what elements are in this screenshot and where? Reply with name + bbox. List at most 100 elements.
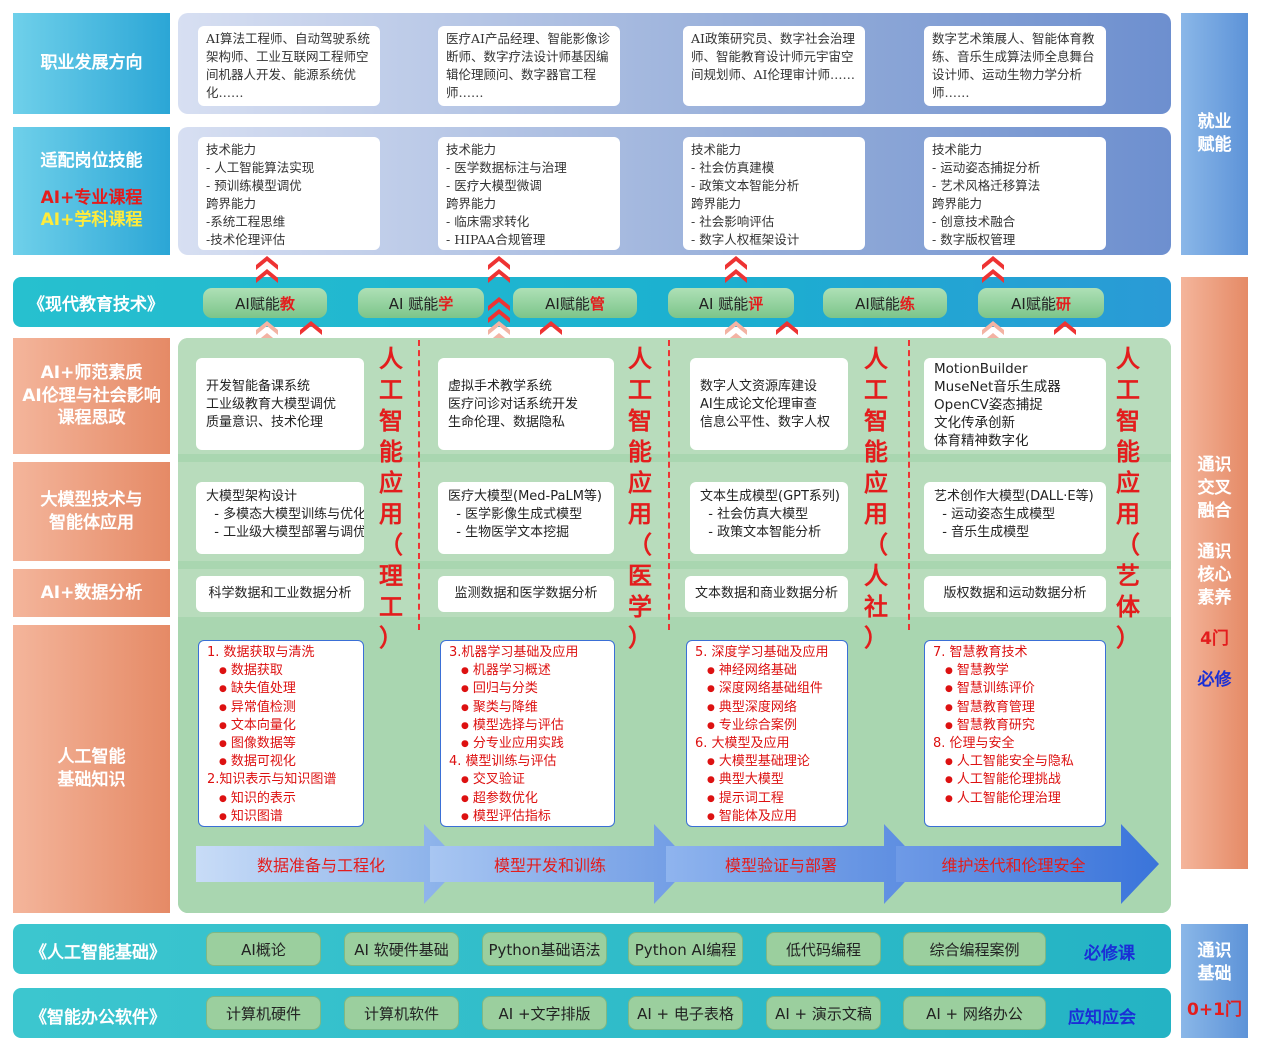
core-label-line: 核心 [1197,565,1232,585]
skills-card: 技术能力 - 运动姿态捕捉分析 - 艺术风格迁移算法 跨界能力 - 创意技术融合… [924,137,1106,250]
data-card: 版权数据和运动数据分析 [924,576,1106,612]
pill-key: 管 [589,294,605,313]
skills-card: 技术能力 - 社会仿真建模 - 政策文本智能分析 跨界能力 - 社会影响评估 -… [683,137,865,250]
skills-label: 适配岗位技能 AI+专业课程 AI+学科课程 [13,127,170,255]
data-card: 文本数据和商业数据分析 [685,576,848,612]
ai-basic-chip: AI 软硬件基础 [344,932,459,966]
knowledge-subtopic: 大模型基础理论 [695,753,839,771]
knowledge-card: 3.机器学习基础及应用机器学习概述回归与分类聚类与降维模型选择与评估分专业应用实… [440,640,615,827]
core-label-line: 素养 [1197,587,1232,608]
knowledge-subtopic: 交叉验证 [449,771,606,789]
knowledge-subtopic: 分专业应用实践 [449,735,606,753]
pill-text: AI赋能 [1011,294,1056,313]
chevron-up-icon [488,256,510,270]
knowledge-subtopic: 回归与分类 [449,680,606,698]
pill-key: 学 [438,294,454,313]
knowledge-subtopic: 聚类与降维 [449,699,606,717]
knowledge-subtopic: 人工智能安全与隐私 [933,753,1097,771]
knowledge-subtopic: 典型大模型 [695,771,839,789]
ethics-label-line: 课程思政 [57,408,126,429]
process-flow [196,824,1159,904]
knowledge-subtopic: 图像数据等 [207,735,355,753]
pill-key: 研 [1055,294,1071,313]
career-card: AI算法工程师、自动驾驶系统架构师、工业互联网工程师空间机器人开发、能源系统优化… [198,26,380,106]
pill-key: 练 [899,294,915,313]
general-label-line: 交叉 [1197,478,1232,499]
data-label-text: AI+数据分析 [40,582,143,603]
model-card: 文本生成模型(GPT系列) - 社会仿真大模型 - 政策文本智能分析 [690,482,848,554]
model-card: 大模型架构设计 - 多模态大模型训练与优化 - 工业级大模型部署与调优 [196,482,364,554]
knowledge-card: 1. 数据获取与清洗数据获取缺失值处理异常值检测文本向量化图像数据等数据可视化2… [198,640,364,827]
knowledge-subtopic: 数据可视化 [207,753,355,771]
bigmodel-label-line: 智能体应用 [49,512,134,533]
ethics-label: AI+师范素质 AI伦理与社会影响 课程思政 [13,338,170,454]
pill-text: AI赋能 [235,294,280,313]
pill-text: AI 赋能 [388,294,439,313]
divider [908,340,910,630]
career-label: 职业发展方向 [13,13,170,114]
gen-basic-label-line: 通识 [1197,940,1232,961]
vertical-label: 人 工 智 能 应 用 （ 艺 体 ） [1116,345,1140,652]
employ-label-line: 赋能 [1197,135,1232,155]
modern-edu-title: 《现代教育技术》 [28,295,164,315]
office-title: 《智能办公软件》 [30,1008,166,1028]
required-label: 必修 [1197,669,1232,690]
pill-evaluate: AI 赋能评 [668,288,794,318]
career-card: AI政策研究员、数字社会治理师、智能教育设计师元宇宙空间规划师、AI伦理审计师…… [683,26,865,106]
data-card: 科学数据和工业数据分析 [196,576,364,612]
flow-label: 模型开发和训练 [493,856,606,875]
basics-label: 人工智能 基础知识 [13,625,170,913]
office-chip: AI +文字排版 [482,996,607,1030]
chevron-up-icon [725,256,747,270]
vertical-label: 人 工 智 能 应 用 （ 医 学 ） [628,345,652,652]
pill-learn: AI 赋能学 [358,288,484,318]
divider [668,340,670,630]
employ-label-line: 就业 [1197,112,1232,133]
knowledge-topic: 3.机器学习基础及应用 [449,645,579,660]
employ-label: 就业 赋能 [1181,13,1248,255]
basics-label-line: 人工智能 [57,747,126,768]
knowledge-subtopic: 模型选择与评估 [449,717,606,735]
ai-basic-chip: 综合编程案例 [903,932,1046,966]
chevron-up-icon [982,256,1004,270]
ethics-card: 数字人文资源库建设 AI生成论文伦理审查 信息公平性、数字人权 [690,358,848,450]
data-label: AI+数据分析 [13,569,170,617]
knowledge-subtopic: 人工智能伦理挑战 [933,771,1097,789]
basics-label-line: 基础知识 [57,770,126,790]
ai-basic-title: 《人工智能基础》 [30,943,166,963]
bigmodel-label-line: 大模型技术与 [40,489,143,510]
knowledge-subtopic: 专业综合案例 [695,717,839,735]
ai-basic-tag: 必修课 [1084,944,1135,964]
knowledge-topic: 5. 深度学习基础及应用 [695,645,829,660]
knowledge-topic: 8. 伦理与安全 [933,736,1015,752]
course-count: 4门 [1200,628,1229,649]
knowledge-subtopic: 模型评估指标 [449,808,606,826]
knowledge-subtopic: 智慧教育管理 [933,699,1097,717]
office-chip: AI + 网络办公 [903,996,1046,1030]
flow-arrow [196,824,462,904]
ai-subject-course-label: AI+学科课程 [40,210,143,231]
course-count2: 0+1门 [1187,1000,1242,1021]
bigmodel-label: 大模型技术与 智能体应用 [13,462,170,561]
vertical-label: 人 工 智 能 应 用 （ 人 社 ） [864,345,888,652]
knowledge-subtopic: 机器学习概述 [449,662,606,680]
pill-teach: AI赋能教 [203,288,327,318]
career-label-text: 职业发展方向 [40,53,143,74]
general-label-line: 融合 [1197,501,1232,522]
knowledge-subtopic: 典型深度网络 [695,699,839,717]
knowledge-topic: 1. 数据获取与清洗 [207,645,315,660]
ai-basic-chip: AI概论 [206,932,321,966]
knowledge-card: 5. 深度学习基础及应用神经网络基础深度网络基础组件典型深度网络专业综合案例6.… [686,640,848,827]
pill-practice: AI赋能练 [823,288,947,318]
vertical-label: 人 工 智 能 应 用 （ 理 工 ） [379,345,403,652]
knowledge-subtopic: 数据获取 [207,662,355,680]
model-card: 艺术创作大模型(DALL·E等) - 运动姿态生成模型 - 音乐生成模型 [924,482,1106,554]
knowledge-card: 7. 智慧教育技术智慧教学智慧训练评价智慧教育管理智慧教育研究8. 伦理与安全人… [924,640,1106,827]
knowledge-topic: 4. 模型训练与评估 [449,754,557,770]
career-card: 数字艺术策展人、智能体育教练、音乐生成算法师全息舞台设计师、运动生物力学分析师…… [924,26,1106,106]
knowledge-subtopic: 神经网络基础 [695,662,839,680]
knowledge-subtopic: 文本向量化 [207,717,355,735]
pill-text: AI 赋能 [698,294,749,313]
knowledge-subtopic: 人工智能伦理治理 [933,790,1097,808]
gen-basic-label: 通识 基础 0+1门 [1181,924,1248,1038]
